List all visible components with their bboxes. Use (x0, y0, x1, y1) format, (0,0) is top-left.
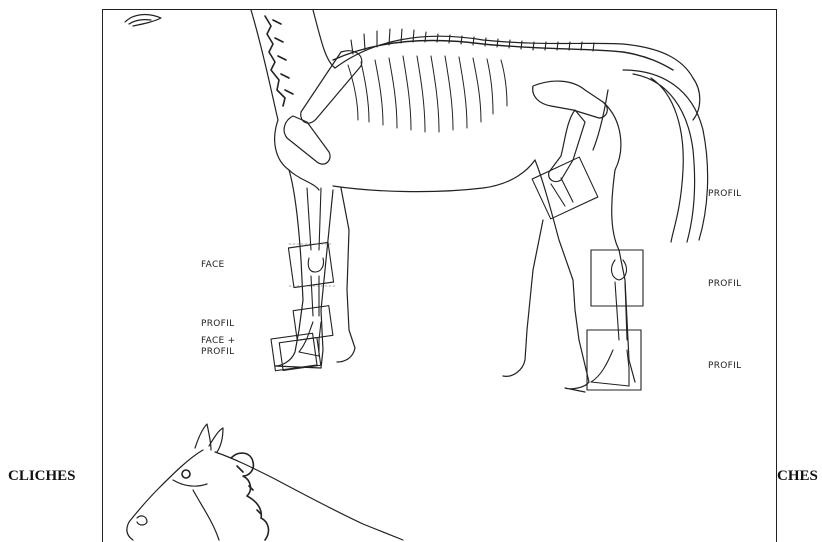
face-line (173, 480, 219, 540)
label-front-profil: PROFIL (201, 319, 234, 329)
ears (195, 424, 223, 452)
cliches-label-left: CLICHES (8, 468, 76, 485)
horse-radiograph-diagram: FACE PROFIL FACE + PROFIL PROFIL PROFIL … (102, 9, 777, 542)
pelvis (533, 81, 608, 118)
chest-outline (275, 120, 319, 190)
label-face: FACE (201, 260, 225, 270)
front-leg-far (337, 188, 355, 362)
head-outline (127, 450, 403, 540)
label-hind-profil-upper: PROFIL (708, 189, 741, 199)
spine (333, 41, 673, 70)
nostril (137, 516, 147, 525)
label-face-plus: FACE + (201, 336, 236, 346)
cliches-label-right: CHES (777, 468, 818, 485)
front-leg-bones (299, 188, 324, 356)
horse-head-drawing (127, 424, 403, 540)
hind-leg-far (503, 220, 543, 376)
label-face-profil: PROFIL (201, 347, 234, 357)
eye (182, 470, 190, 478)
hind-leg-bones (551, 178, 629, 386)
femur (549, 110, 585, 182)
front-leg-near (275, 170, 333, 368)
label-hind-profil-middle: PROFIL (708, 279, 741, 289)
dorsal-processes (351, 29, 594, 54)
ribcage (348, 56, 507, 132)
scapula (301, 51, 362, 123)
horse-skeleton-drawing: FACE PROFIL FACE + PROFIL PROFIL PROFIL … (103, 10, 776, 542)
belly-outline (333, 160, 535, 192)
hindquarter-outline (603, 78, 700, 170)
hind-leg (535, 160, 635, 392)
cervical-vertebrae (265, 16, 293, 106)
neck-outline (251, 10, 335, 120)
guide-lines (289, 244, 335, 286)
label-hind-profil-lower: PROFIL (708, 361, 741, 371)
head-fragment-top (125, 15, 161, 26)
tail (593, 70, 708, 242)
